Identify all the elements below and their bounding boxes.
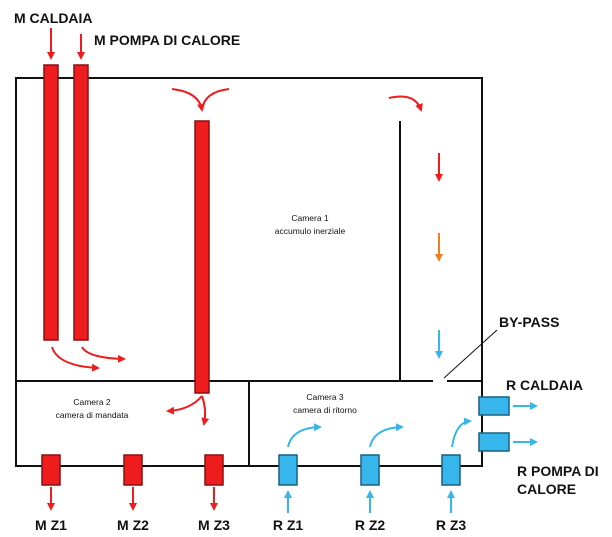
m-pompa-pipe: [73, 64, 89, 341]
rz3-label: R Z3: [436, 517, 467, 533]
camera2-title: Camera 2: [73, 397, 111, 407]
rz1-connector: [278, 454, 298, 486]
mz3-label: M Z3: [198, 517, 230, 533]
flow-arrow-icon: [201, 395, 210, 426]
flow-arrow-icon: [388, 95, 423, 112]
rz2-connector: [360, 454, 380, 486]
mz3-connector: [204, 454, 224, 486]
mz2-label: M Z2: [117, 517, 149, 533]
tank-walls: [15, 77, 483, 467]
r-pompa-label-line2: CALORE: [517, 481, 576, 497]
camera1-subtitle: accumulo inerziale: [275, 226, 346, 236]
r-caldaia-connector: [478, 396, 510, 416]
bypass-label: BY-PASS: [499, 314, 559, 330]
rz1-label: R Z1: [273, 517, 304, 533]
supply-outlets: [41, 454, 224, 511]
mz2-connector: [123, 454, 143, 486]
flow-arrow-icon: [166, 395, 203, 415]
flow-arrow-icon: [81, 346, 126, 363]
mz1-connector: [41, 454, 61, 486]
flow-arrows-c3: [287, 417, 472, 448]
flow-arrow-icon: [171, 88, 205, 112]
r-pompa-label-line1: R POMPA DI: [517, 463, 599, 479]
flow-arrow-icon: [51, 346, 100, 372]
m-caldaia-pipe: [43, 64, 59, 341]
r-pompa-connector: [478, 432, 510, 452]
rz3-connector: [441, 454, 461, 486]
flow-arrow-icon: [451, 417, 472, 448]
bypass-leader-line: [443, 329, 498, 379]
r-caldaia-label: R CALDAIA: [506, 377, 583, 393]
m-caldaia-label: M CALDAIA: [14, 10, 93, 26]
flow-arrow-icon: [201, 88, 230, 111]
camera3-title: Camera 3: [306, 392, 344, 402]
rz2-label: R Z2: [355, 517, 386, 533]
camera1-title: Camera 1: [291, 213, 329, 223]
camera2-subtitle: camera di mandata: [56, 410, 129, 420]
side-return-outlets: [478, 396, 538, 452]
supply-pipes: [43, 64, 210, 394]
return-inlets: [278, 454, 461, 513]
m-pompa-label: M POMPA DI CALORE: [94, 32, 240, 48]
inlet-arrows: [47, 28, 85, 60]
mz1-label: M Z1: [35, 517, 67, 533]
flow-arrows-c2: [166, 395, 210, 426]
flow-arrow-icon: [287, 423, 322, 448]
flow-arrows-c1: [51, 88, 443, 372]
flow-arrow-icon: [369, 423, 404, 448]
transfer-pipe: [194, 120, 210, 394]
camera3-subtitle: camera di ritorno: [293, 405, 357, 415]
